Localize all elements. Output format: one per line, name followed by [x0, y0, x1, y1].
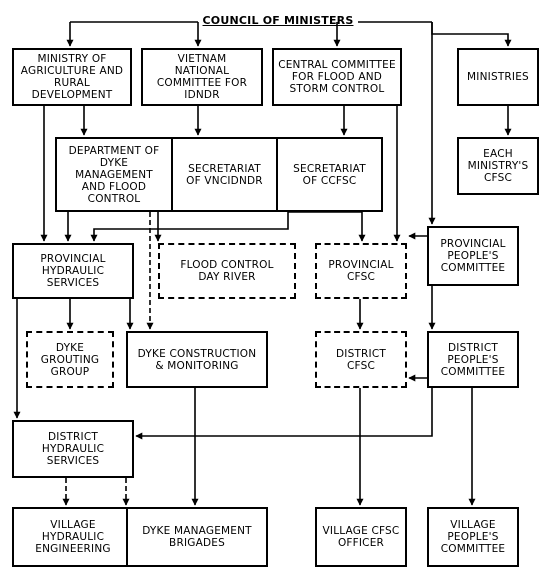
- dyke-construction-monitoring-node: DYKE CONSTRUCTION & MONITORING: [126, 331, 268, 388]
- village-cfsc-officer-label: VILLAGE CFSC OFFICER: [322, 525, 400, 549]
- dyke-grouting-group-node: DYKE GROUTING GROUP: [26, 331, 114, 388]
- dyke-grouting-group-label: DYKE GROUTING GROUP: [40, 341, 100, 378]
- provincial-cfsc-node: PROVINCIAL CFSC: [315, 243, 407, 299]
- provincial-hydraulic-services-label: PROVINCIAL HYDRAULIC SERVICES: [40, 253, 106, 289]
- vietnam-national-committee-node: VIETNAM NATIONAL COMMITTEE FOR IDNDR: [141, 48, 263, 106]
- flood-control-day-river-label: FLOOD CONTROL DAY RIVER: [180, 259, 274, 283]
- secretariat-ccfsc-node: SECRETARIAT OF CCFSC: [276, 137, 383, 212]
- provincial-peoples-committee-label: PROVINCIAL PEOPLE'S COMMITTEE: [440, 238, 506, 274]
- district-peoples-committee-node: DISTRICT PEOPLE'S COMMITTEE: [427, 331, 519, 388]
- ministries-node: MINISTRIES: [457, 48, 539, 106]
- village-peoples-committee-node: VILLAGE PEOPLE'S COMMITTEE: [427, 507, 519, 567]
- dyke-management-brigades-node: DYKE MANAGEMENT BRIGADES: [126, 507, 268, 567]
- ministry-of-agriculture-node: MINISTRY OF AGRICULTURE AND RURAL DEVELO…: [12, 48, 132, 106]
- flood-control-day-river-node: FLOOD CONTROL DAY RIVER: [158, 243, 296, 299]
- each-ministry-cfsc-node: EACH MINISTRY'S CFSC: [457, 137, 539, 195]
- village-cfsc-officer-node: VILLAGE CFSC OFFICER: [315, 507, 407, 567]
- district-cfsc-node: DISTRICT CFSC: [315, 331, 407, 388]
- ministry-of-agriculture-label: MINISTRY OF AGRICULTURE AND RURAL DEVELO…: [20, 53, 124, 101]
- district-hydraulic-services-node: DISTRICT HYDRAULIC SERVICES: [12, 420, 134, 478]
- secretariat-vncidndr-label: SECRETARIAT OF VNCIDNDR: [186, 162, 263, 187]
- district-hydraulic-services-label: DISTRICT HYDRAULIC SERVICES: [41, 431, 105, 467]
- central-committee-flood-storm-label: CENTRAL COMMITTEE FOR FLOOD AND STORM CO…: [278, 59, 396, 95]
- council-to-ministries: [431, 22, 512, 47]
- village-peoples-committee-label: VILLAGE PEOPLE'S COMMITTEE: [440, 519, 506, 555]
- provincial-hydraulic-services-node: PROVINCIAL HYDRAULIC SERVICES: [12, 243, 134, 299]
- dyke-construction-monitoring-label: DYKE CONSTRUCTION & MONITORING: [137, 347, 257, 372]
- department-dyke-management-node: DEPARTMENT OF DYKE MANAGEMENT AND FLOOD …: [55, 137, 173, 212]
- dyke-management-brigades-label: DYKE MANAGEMENT BRIGADES: [142, 525, 252, 549]
- village-hydraulic-engineering-label: VILLAGE HYDRAULIC ENGINEERING: [35, 519, 111, 555]
- central-committee-flood-storm-node: CENTRAL COMMITTEE FOR FLOOD AND STORM CO…: [272, 48, 402, 106]
- department-dyke-management-label: DEPARTMENT OF DYKE MANAGEMENT AND FLOOD …: [68, 144, 160, 205]
- council-of-ministers-node: COUNCIL OF MINISTERS: [198, 12, 358, 30]
- district-peoples-committee-label: DISTRICT PEOPLE'S COMMITTEE: [440, 341, 506, 378]
- district-peoples-to-district-hydraulic: [135, 388, 433, 440]
- each-ministry-cfsc-label: EACH MINISTRY'S CFSC: [467, 148, 529, 184]
- village-hydraulic-engineering-node: VILLAGE HYDRAULIC ENGINEERING: [12, 507, 134, 567]
- vietnam-national-committee-label: VIETNAM NATIONAL COMMITTEE FOR IDNDR: [156, 53, 248, 101]
- council-of-ministers-label: COUNCIL OF MINISTERS: [202, 14, 354, 27]
- secretariat-to-provincial-cfsc: [288, 211, 366, 242]
- secretariat-to-provincial-hydraulic: [90, 212, 289, 242]
- provincial-cfsc-label: PROVINCIAL CFSC: [328, 259, 394, 283]
- ministries-label: MINISTRIES: [467, 71, 529, 83]
- provincial-peoples-committee-node: PROVINCIAL PEOPLE'S COMMITTEE: [427, 226, 519, 286]
- secretariat-ccfsc-label: SECRETARIAT OF CCFSC: [293, 162, 366, 187]
- district-cfsc-label: DISTRICT CFSC: [336, 347, 386, 372]
- secretariat-vncidndr-node: SECRETARIAT OF VNCIDNDR: [171, 137, 278, 212]
